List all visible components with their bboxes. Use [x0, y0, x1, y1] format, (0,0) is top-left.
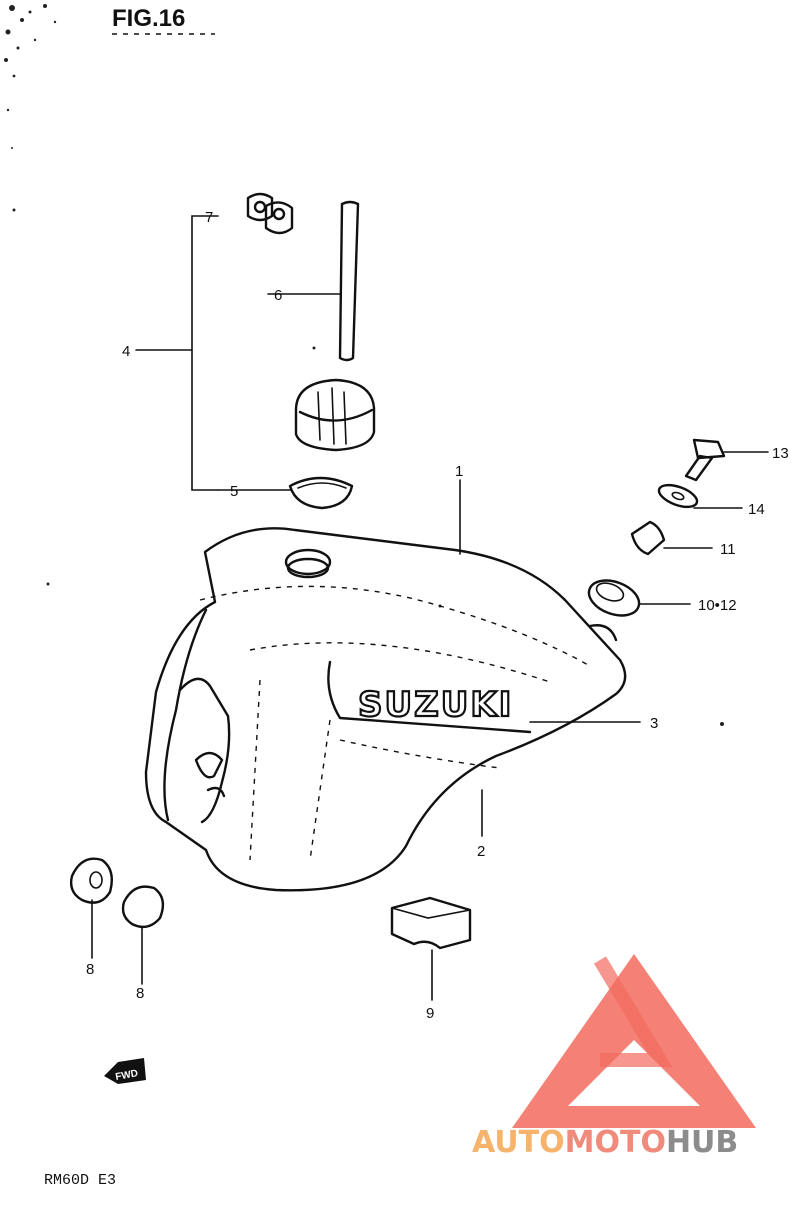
- figure-title: FIG.16: [112, 5, 185, 32]
- automotohub-logo: AUTOMOTOHUB: [472, 954, 756, 1160]
- part-13-bolt: [684, 438, 769, 482]
- scan-noise: [4, 4, 724, 726]
- part-8-grommet-a: [69, 857, 113, 959]
- callout-bracket-4: [135, 215, 219, 491]
- tank-logo-text: SUZUKI: [358, 685, 513, 725]
- forward-arrow-text: FWD: [115, 1068, 139, 1083]
- callout-1: 1: [455, 463, 463, 480]
- part-5-cap-gasket: [217, 476, 354, 510]
- part-10-12-cushion: [587, 579, 691, 617]
- callout-14: 14: [748, 501, 765, 518]
- callout-10-12: 10•12: [698, 597, 737, 614]
- callout-11: 11: [720, 541, 736, 558]
- callout-5: 5: [230, 483, 238, 500]
- part-11-collar: [630, 520, 713, 556]
- logo-triangle-icon: [512, 954, 756, 1128]
- logo-text-auto: AUTO: [472, 1125, 565, 1160]
- fuel-tank: [144, 527, 627, 892]
- callout-13: 13: [772, 445, 789, 462]
- model-code: RM60D E3: [44, 1172, 116, 1189]
- callout-8b: 8: [136, 985, 144, 1002]
- callout-8a: 8: [86, 961, 94, 978]
- logo-text-moto: MOTO: [565, 1125, 666, 1160]
- part-6-breather-hose: [267, 200, 360, 362]
- logo-text: AUTOMOTOHUB: [472, 1125, 738, 1160]
- callout-3: 3: [650, 715, 658, 732]
- part-7-clamp: [246, 192, 294, 235]
- callout-7: 7: [205, 209, 213, 226]
- callout-labels: 1 2 3 4 5 6 7 8 8 9 10•12 11 13 14: [86, 209, 789, 1022]
- part-14-washer: [657, 483, 743, 509]
- part-8-grommet-b: [121, 885, 165, 985]
- logo-text-hub: HUB: [666, 1125, 738, 1160]
- part-9-tank-cushion: [390, 896, 472, 1001]
- callout-4: 4: [122, 343, 130, 360]
- callout-2: 2: [477, 843, 485, 860]
- callout-9: 9: [426, 1005, 434, 1022]
- callout-6: 6: [274, 287, 282, 304]
- tank-logo: SUZUKI: [327, 660, 532, 734]
- fuel-cap: [294, 378, 376, 452]
- forward-arrow: FWD: [104, 1058, 146, 1084]
